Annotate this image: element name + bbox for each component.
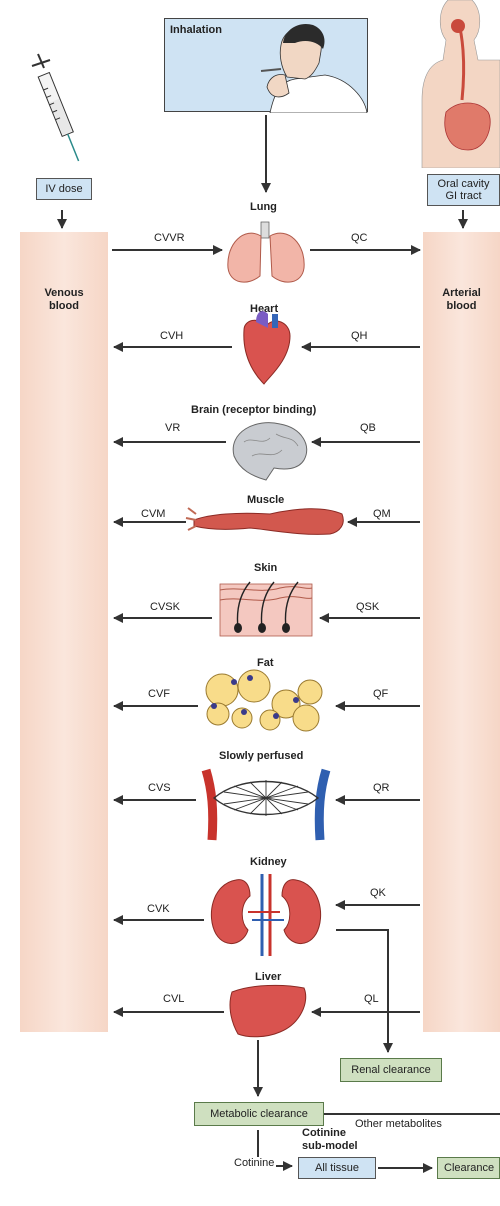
liver-icon bbox=[230, 985, 306, 1036]
other-metabolites-label: Other metabolites bbox=[355, 1118, 442, 1130]
heart-icon bbox=[244, 311, 290, 384]
clearance-box: Clearance bbox=[437, 1157, 500, 1179]
all-tissue-box: All tissue bbox=[298, 1157, 376, 1179]
lung-icon bbox=[228, 222, 304, 282]
skin-icon bbox=[220, 582, 312, 636]
capillary-network-icon bbox=[206, 770, 326, 840]
cotinine-label: Cotinine bbox=[232, 1157, 276, 1169]
muscle-icon bbox=[186, 508, 343, 534]
brain-icon bbox=[233, 423, 307, 480]
renal-clearance-box: Renal clearance bbox=[340, 1058, 442, 1082]
metabolic-clearance-box: Metabolic clearance bbox=[194, 1102, 324, 1126]
renal-clearance-arrow bbox=[336, 930, 388, 1052]
kidney-icon bbox=[211, 874, 320, 956]
fat-icon bbox=[206, 670, 322, 731]
